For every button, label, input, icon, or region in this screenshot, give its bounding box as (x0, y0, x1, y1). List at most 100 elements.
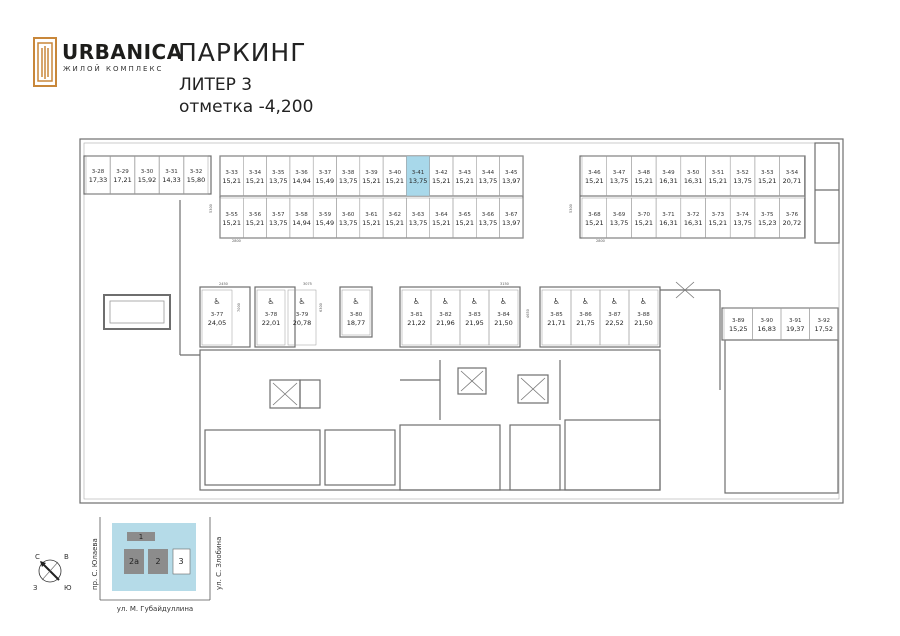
parking-space-area: 15,21 (246, 177, 265, 185)
parking-space-area: 15,21 (222, 219, 241, 227)
parking-space-number: 3-91 (789, 318, 801, 324)
parking-space-number: 3-66 (482, 212, 495, 218)
parking-space-number: 3-35 (272, 170, 285, 176)
parking-space-area: 15,21 (455, 177, 474, 185)
parking-space-number: 3-88 (637, 312, 650, 318)
urbanica-logo-icon (33, 37, 57, 87)
parking-space-area: 14,94 (292, 177, 311, 185)
compass-s: Ю (64, 584, 72, 592)
parking-space-area: 15,21 (634, 177, 653, 185)
parking-space-number: 3-29 (116, 169, 129, 175)
parking-space-number: 3-81 (410, 312, 422, 318)
parking-space-area: 13,97 (502, 177, 521, 185)
parking-space-area: 14,33 (162, 176, 181, 184)
site-label-2a: 2а (129, 557, 139, 566)
parking-space-area: 13,75 (733, 177, 752, 185)
parking-space-area: 13,75 (479, 177, 498, 185)
compass-e: В (64, 553, 69, 561)
parking-space-area: 15,21 (385, 177, 404, 185)
parking-space-number: 3-30 (141, 169, 154, 175)
level-label: отметка -4,200 (179, 97, 314, 117)
site-label-1: 1 (139, 533, 143, 541)
dimension-label: 5300 (209, 204, 213, 213)
dimension-label: 3075 (303, 282, 312, 286)
parking-space-number: 3-65 (458, 212, 471, 218)
parking-space-number: 3-62 (389, 212, 401, 218)
wheelchair-icon: ♿ (500, 297, 507, 306)
parking-space-area: 13,75 (610, 219, 629, 227)
wheelchair-icon: ♿ (611, 297, 618, 306)
parking-space-area: 17,21 (113, 176, 132, 184)
parking-space-area: 13,75 (339, 219, 358, 227)
parking-space-number: 3-46 (588, 170, 601, 176)
page-subtitle: ЛИТЕР 3 отметка -4,200 (179, 74, 313, 118)
parking-space-number: 3-84 (497, 312, 510, 318)
